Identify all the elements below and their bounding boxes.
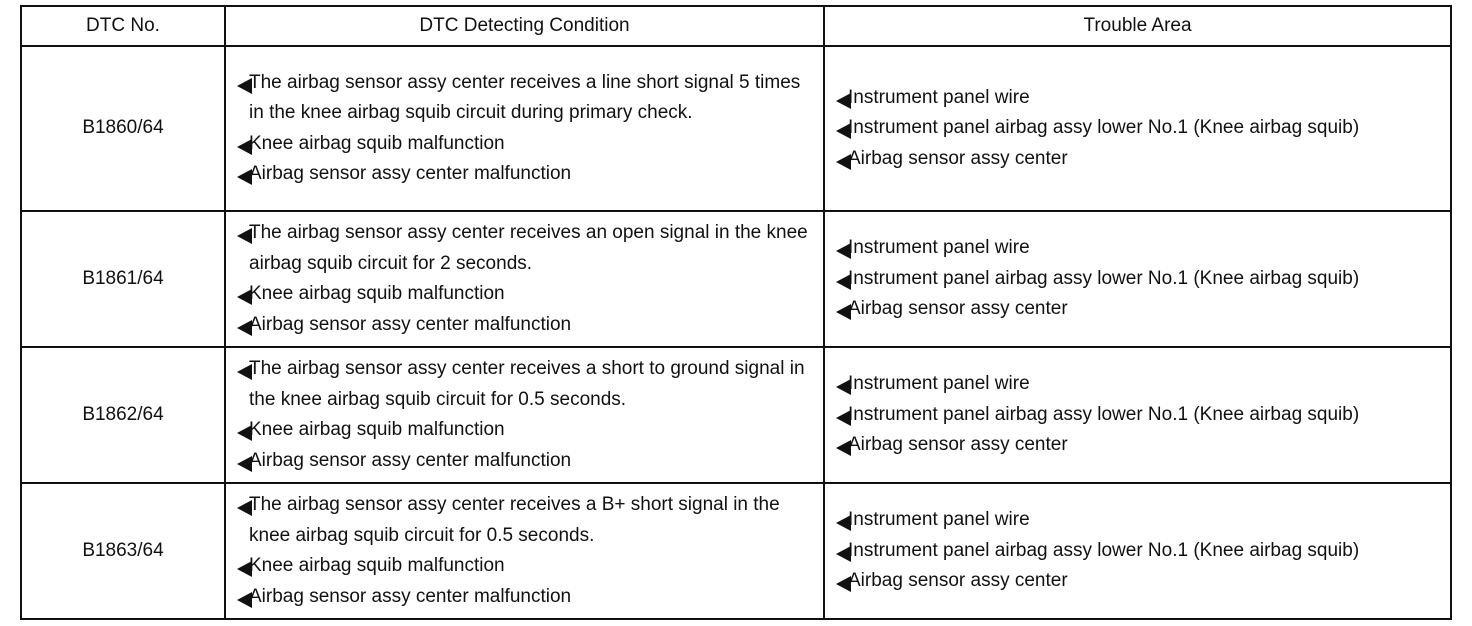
trouble-area-item: Airbag sensor assy center	[836, 566, 1450, 597]
arrow-bullet-icon	[237, 455, 252, 472]
trouble-area-cell: Instrument panel wire Instrument panel a…	[823, 210, 1452, 348]
arrow-bullet-icon	[237, 138, 252, 155]
trouble-area-text: Instrument panel airbag assy lower No.1 …	[848, 403, 1360, 425]
trouble-area-item: Instrument panel wire	[836, 505, 1450, 536]
trouble-area-text: Instrument panel airbag assy lower No.1 …	[848, 539, 1360, 561]
arrow-bullet-icon	[836, 123, 851, 140]
arrow-bullet-icon	[237, 289, 252, 305]
condition-item: The airbag sensor assy center receives a…	[237, 68, 819, 129]
trouble-area-cell: Instrument panel wire Instrument panel a…	[823, 482, 1452, 620]
table-row: B1863/64 The airbag sensor assy center r…	[20, 482, 1452, 620]
detecting-condition-cell: The airbag sensor assy center receives a…	[224, 210, 825, 348]
trouble-area-item: Airbag sensor assy center	[836, 144, 1450, 175]
arrow-bullet-icon	[836, 545, 851, 562]
trouble-area-cell: Instrument panel wire Instrument panel a…	[823, 346, 1452, 484]
arrow-bullet-icon	[836, 576, 851, 593]
arrow-bullet-icon	[237, 591, 252, 608]
arrow-bullet-icon	[836, 304, 851, 321]
arrow-bullet-icon	[237, 364, 252, 380]
condition-item: Airbag sensor assy center malfunction	[237, 446, 819, 477]
trouble-area-item: Instrument panel wire	[836, 83, 1450, 114]
condition-item: Knee airbag squib malfunction	[237, 129, 819, 160]
arrow-bullet-icon	[237, 425, 252, 441]
trouble-area-item: Instrument panel airbag assy lower No.1 …	[836, 536, 1450, 567]
condition-item: The airbag sensor assy center receives a…	[237, 490, 819, 551]
condition-text: Knee airbag squib malfunction	[249, 419, 505, 440]
condition-text: Airbag sensor assy center malfunction	[249, 585, 572, 607]
dtc-code: B1863/64	[20, 482, 226, 620]
dtc-code: B1861/64	[20, 210, 226, 348]
header-detecting-condition: DTC Detecting Condition	[224, 5, 825, 47]
trouble-area-item: Instrument panel airbag assy lower No.1 …	[836, 264, 1450, 295]
detecting-condition-cell: The airbag sensor assy center receives a…	[224, 45, 825, 212]
trouble-area-item: Instrument panel wire	[836, 233, 1450, 264]
dtc-table: DTC No. DTC Detecting Condition Trouble …	[20, 5, 1452, 620]
dtc-code: B1860/64	[20, 45, 226, 212]
trouble-area-text: Instrument panel wire	[848, 237, 1030, 259]
arrow-bullet-icon	[237, 228, 252, 244]
trouble-area-item: Instrument panel airbag assy lower No.1 …	[836, 400, 1450, 431]
condition-item: The airbag sensor assy center receives a…	[237, 354, 819, 415]
arrow-bullet-icon	[836, 409, 851, 426]
dtc-code: B1862/64	[20, 346, 226, 484]
condition-item: The airbag sensor assy center receives a…	[237, 218, 819, 279]
trouble-area-text: Instrument panel wire	[848, 509, 1030, 531]
trouble-area-text: Instrument panel wire	[848, 373, 1030, 395]
arrow-bullet-icon	[836, 440, 851, 457]
header-dtc-no: DTC No.	[20, 5, 226, 47]
trouble-area-text: Airbag sensor assy center	[848, 570, 1068, 592]
condition-text: Knee airbag squib malfunction	[249, 132, 505, 154]
arrow-bullet-icon	[237, 500, 252, 516]
arrow-bullet-icon	[237, 319, 252, 336]
condition-text: The airbag sensor assy center receives a…	[249, 358, 805, 410]
arrow-bullet-icon	[836, 273, 851, 290]
condition-text: The airbag sensor assy center receives a…	[249, 222, 808, 274]
arrow-bullet-icon	[836, 379, 851, 396]
arrow-bullet-icon	[836, 243, 851, 260]
trouble-area-item: Instrument panel airbag assy lower No.1 …	[836, 113, 1450, 144]
trouble-area-text: Airbag sensor assy center	[848, 298, 1068, 320]
condition-item: Knee airbag squib malfunction	[237, 415, 819, 446]
detecting-condition-cell: The airbag sensor assy center receives a…	[224, 346, 825, 484]
arrow-bullet-icon	[836, 515, 851, 532]
condition-text: The airbag sensor assy center receives a…	[249, 71, 801, 124]
condition-item: Knee airbag squib malfunction	[237, 279, 819, 310]
table-row: B1860/64 The airbag sensor assy center r…	[20, 45, 1452, 212]
trouble-area-cell: Instrument panel wire Instrument panel a…	[823, 45, 1452, 212]
condition-item: Airbag sensor assy center malfunction	[237, 310, 819, 341]
condition-item: Airbag sensor assy center malfunction	[237, 582, 819, 613]
condition-text: Airbag sensor assy center malfunction	[249, 313, 572, 335]
trouble-area-item: Airbag sensor assy center	[836, 294, 1450, 325]
trouble-area-text: Instrument panel wire	[848, 86, 1030, 108]
condition-text: Airbag sensor assy center malfunction	[249, 163, 572, 184]
condition-text: Knee airbag squib malfunction	[249, 555, 505, 576]
condition-text: Knee airbag squib malfunction	[249, 283, 505, 304]
condition-item: Airbag sensor assy center malfunction	[237, 159, 819, 190]
trouble-area-text: Instrument panel airbag assy lower No.1 …	[848, 117, 1360, 139]
trouble-area-item: Airbag sensor assy center	[836, 430, 1450, 461]
condition-item: Knee airbag squib malfunction	[237, 551, 819, 582]
header-trouble-area: Trouble Area	[823, 5, 1452, 47]
trouble-area-text: Airbag sensor assy center	[848, 434, 1068, 456]
condition-text: The airbag sensor assy center receives a…	[249, 494, 780, 546]
arrow-bullet-icon	[836, 153, 851, 170]
detecting-condition-cell: The airbag sensor assy center receives a…	[224, 482, 825, 620]
arrow-bullet-icon	[836, 92, 851, 109]
trouble-area-text: Airbag sensor assy center	[848, 147, 1068, 169]
table-row: B1862/64 The airbag sensor assy center r…	[20, 346, 1452, 484]
trouble-area-item: Instrument panel wire	[836, 369, 1450, 400]
arrow-bullet-icon	[237, 561, 252, 577]
trouble-area-text: Instrument panel airbag assy lower No.1 …	[848, 267, 1360, 289]
arrow-bullet-icon	[237, 169, 252, 185]
table-header-row: DTC No. DTC Detecting Condition Trouble …	[20, 5, 1452, 47]
arrow-bullet-icon	[237, 77, 252, 94]
condition-text: Airbag sensor assy center malfunction	[249, 449, 572, 471]
table-row: B1861/64 The airbag sensor assy center r…	[20, 210, 1452, 348]
